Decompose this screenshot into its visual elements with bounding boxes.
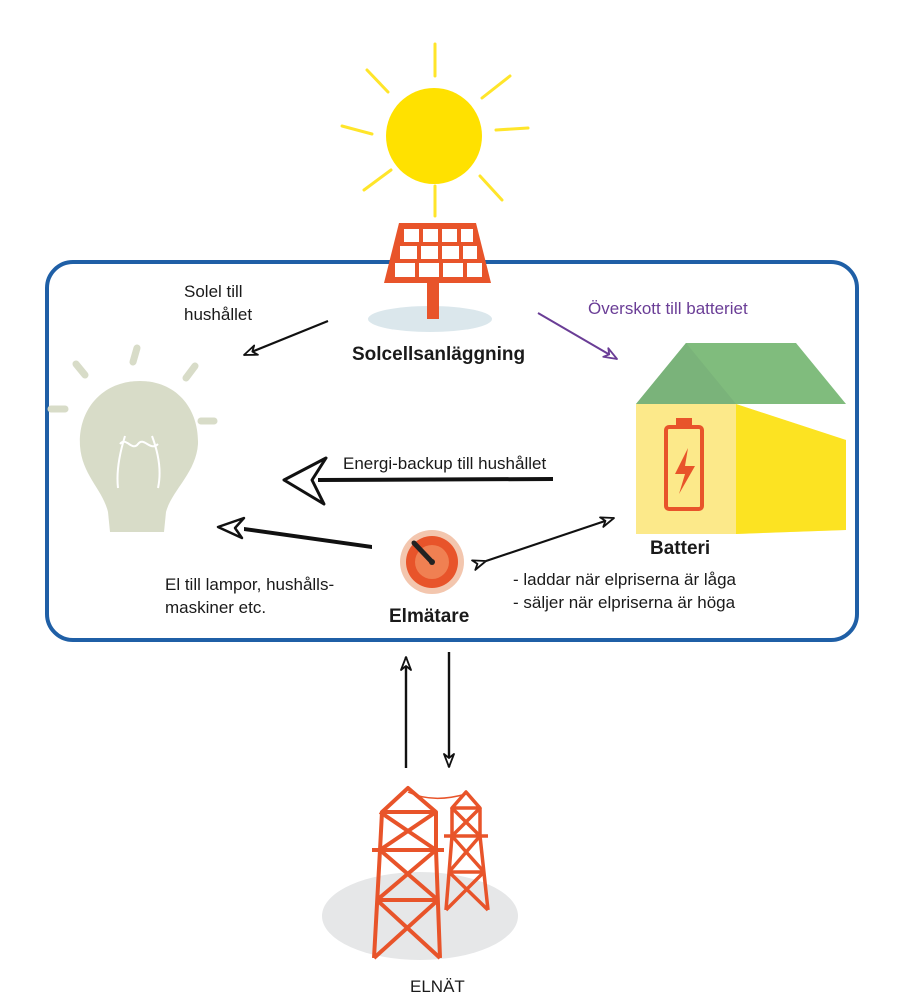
light-bulb-icon <box>47 344 218 532</box>
arrow-meter-to-household <box>216 516 372 549</box>
battery-notes: - laddar när elpriserna är låga - säljer… <box>513 570 737 612</box>
arrow-solar-to-battery <box>537 312 618 360</box>
power-pylon-icon <box>322 786 518 960</box>
label-solar-to-household: Solel till hushållet <box>184 282 253 324</box>
solar-panel-icon <box>368 223 492 332</box>
meter-title: Elmätare <box>389 606 470 627</box>
sun-icon <box>340 42 530 218</box>
solar-plant-title: Solcellsanläggning <box>352 344 526 365</box>
arrow-solar-to-household <box>243 319 329 357</box>
meter-icon <box>400 530 464 594</box>
grid-title: ELNÄT <box>410 977 465 996</box>
label-meter-to-household: El till lampor, hushålls- maskiner etc. <box>165 575 335 617</box>
label-surplus-to-battery: Överskott till batteriet <box>588 299 748 318</box>
battery-title: Batteri <box>650 538 711 559</box>
battery-house-icon <box>636 343 846 534</box>
arrow-meter-to-battery <box>471 516 615 571</box>
battery-icon <box>664 418 704 511</box>
arrow-backup-to-household <box>282 456 553 506</box>
label-backup-to-household: Energi-backup till hushållet <box>343 454 547 473</box>
